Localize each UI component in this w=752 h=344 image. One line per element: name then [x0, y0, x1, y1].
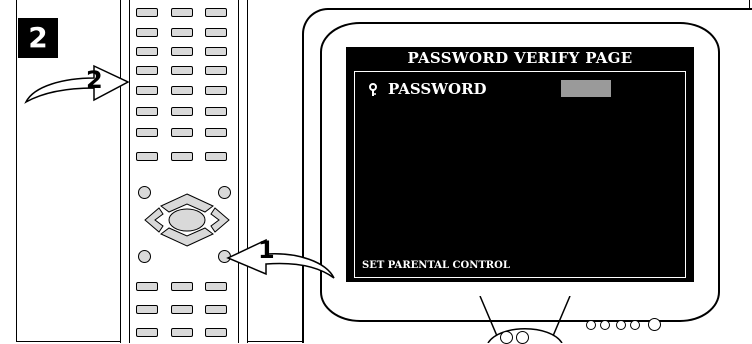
callout-number-2: 2	[86, 66, 103, 94]
remote-key[interactable]	[171, 282, 193, 291]
key-icon	[369, 83, 377, 96]
remote-key[interactable]	[171, 28, 193, 37]
down-arrow-key[interactable]	[160, 227, 214, 247]
remote-key[interactable]	[171, 66, 193, 75]
remote-key[interactable]	[171, 8, 193, 17]
remote-round-button[interactable]	[218, 186, 231, 199]
remote-key[interactable]	[136, 107, 158, 116]
remote-round-button[interactable]	[138, 250, 151, 263]
remote-key[interactable]	[136, 8, 158, 17]
osd-footer: SET PARENTAL CONTROL	[362, 260, 510, 271]
tv-button[interactable]	[630, 320, 640, 330]
remote-key[interactable]	[136, 47, 158, 56]
remote-key[interactable]	[136, 152, 158, 161]
password-label: PASSWORD	[388, 80, 487, 98]
remote-key[interactable]	[205, 128, 227, 137]
remote-control	[120, 0, 248, 343]
curved-arrow-icon	[24, 64, 130, 104]
tv-button[interactable]	[616, 320, 626, 330]
tv-power-button[interactable]	[516, 331, 529, 344]
step-number-badge: 2	[18, 18, 58, 58]
osd-title: PASSWORD VERIFY PAGE	[407, 49, 633, 67]
remote-key[interactable]	[171, 128, 193, 137]
remote-key[interactable]	[205, 282, 227, 291]
tv-power-button[interactable]	[500, 331, 513, 344]
remote-key[interactable]	[171, 86, 193, 95]
left-arrow-key[interactable]	[144, 207, 164, 233]
remote-key[interactable]	[136, 282, 158, 291]
remote-key[interactable]	[171, 152, 193, 161]
remote-key[interactable]	[136, 66, 158, 75]
callout-number-1: 1	[258, 236, 275, 264]
remote-edge-line	[129, 0, 130, 343]
remote-key[interactable]	[136, 28, 158, 37]
remote-key[interactable]	[171, 47, 193, 56]
remote-key[interactable]	[205, 28, 227, 37]
callout-arrow-1	[226, 238, 335, 279]
remote-key[interactable]	[205, 107, 227, 116]
enter-key[interactable]	[168, 208, 206, 232]
remote-key[interactable]	[205, 152, 227, 161]
remote-key[interactable]	[205, 328, 227, 337]
tv-button[interactable]	[586, 320, 596, 330]
remote-key[interactable]	[171, 107, 193, 116]
remote-key[interactable]	[171, 328, 193, 337]
callout-arrow-2	[24, 64, 130, 104]
remote-key[interactable]	[136, 328, 158, 337]
password-field[interactable]	[561, 80, 611, 97]
direction-pad	[144, 193, 230, 247]
osd-screen: PASSWORD VERIFY PAGE PASSWORD SET PARENT…	[346, 47, 694, 282]
remote-key[interactable]	[205, 305, 227, 314]
remote-key[interactable]	[205, 66, 227, 75]
up-arrow-key[interactable]	[160, 193, 214, 213]
remote-key[interactable]	[136, 305, 158, 314]
remote-edge-line	[238, 0, 239, 343]
remote-key[interactable]	[136, 128, 158, 137]
remote-key[interactable]	[205, 8, 227, 17]
remote-key[interactable]	[205, 47, 227, 56]
tv-button[interactable]	[648, 318, 661, 331]
right-arrow-key[interactable]	[210, 207, 230, 233]
remote-key[interactable]	[205, 86, 227, 95]
curved-arrow-icon	[226, 238, 335, 279]
osd-frame	[354, 71, 686, 278]
tv-button[interactable]	[600, 320, 610, 330]
remote-key[interactable]	[136, 86, 158, 95]
remote-key[interactable]	[171, 305, 193, 314]
remote-round-button[interactable]	[138, 186, 151, 199]
